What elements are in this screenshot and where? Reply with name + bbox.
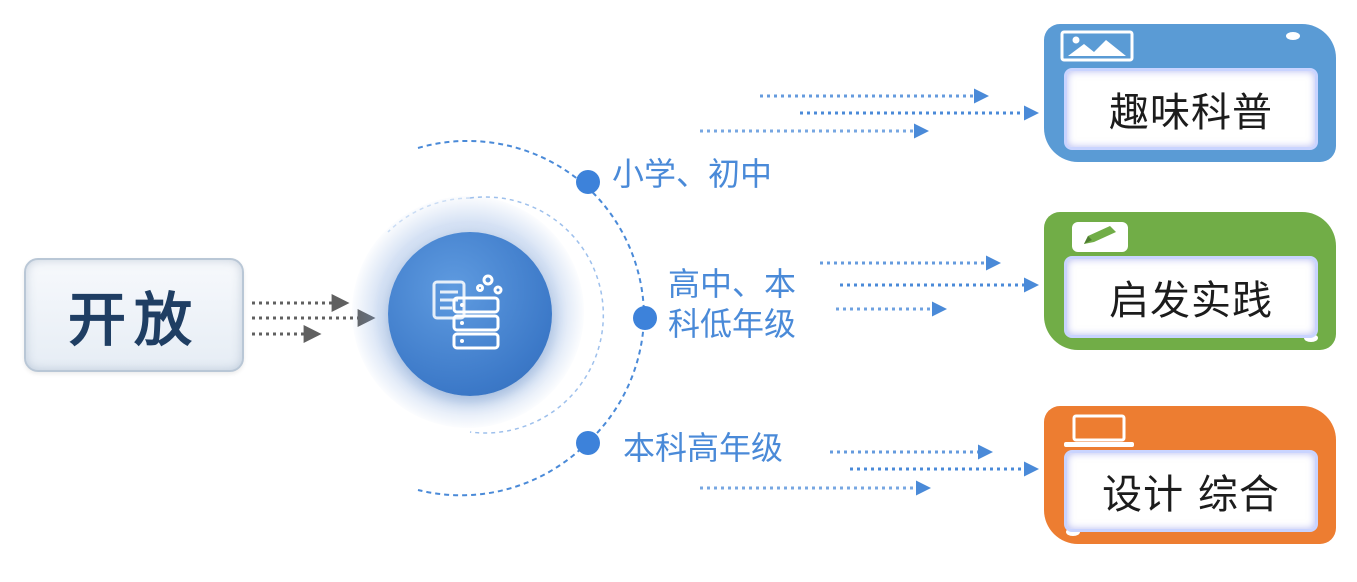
arrows-to-card-3 xyxy=(700,444,1039,496)
pencil-icon xyxy=(1072,222,1128,252)
stage-node-2 xyxy=(633,306,657,330)
output-card-3: 设计 综合 xyxy=(1044,406,1336,544)
output-card-2-inner: 启发实践 xyxy=(1064,256,1318,338)
stage-label-1: 小学、初中 xyxy=(612,155,773,193)
card-dot xyxy=(1286,32,1300,40)
start-to-hub-arrows xyxy=(252,294,376,343)
stage-label-2-line-1: 高中、本 xyxy=(668,265,797,303)
card-dot xyxy=(1066,528,1080,536)
hub-circle xyxy=(388,232,552,396)
stage-node-1 xyxy=(576,170,600,194)
stage-label-2-line-2: 科低年级 xyxy=(668,305,797,343)
stage-label-2: 高中、本 科低年级 xyxy=(668,264,796,344)
card-dot xyxy=(1304,334,1318,342)
image-icon xyxy=(1060,30,1134,62)
output-label-2: 启发实践 xyxy=(1109,278,1273,324)
arrows-to-card-1 xyxy=(700,88,1039,139)
stage-label-3: 本科高年级 xyxy=(623,429,784,467)
start-label: 开放 xyxy=(67,286,200,354)
output-label-1: 趣味科普 xyxy=(1109,90,1273,136)
arrows-to-card-2 xyxy=(820,255,1039,317)
inner-dashed-arc-left xyxy=(387,197,471,233)
output-label-3: 设计 综合 xyxy=(1102,472,1280,518)
output-card-1: 趣味科普 xyxy=(1044,24,1336,162)
laptop-icon xyxy=(1064,414,1134,447)
output-card-1-inner: 趣味科普 xyxy=(1064,68,1318,150)
output-card-2: 启发实践 xyxy=(1044,212,1336,350)
database-server-icon xyxy=(432,274,503,350)
stage-node-3 xyxy=(576,431,600,455)
inner-dashed-arc xyxy=(469,196,604,434)
start-box: 开放 xyxy=(24,258,244,372)
output-card-3-inner: 设计 综合 xyxy=(1064,450,1318,532)
